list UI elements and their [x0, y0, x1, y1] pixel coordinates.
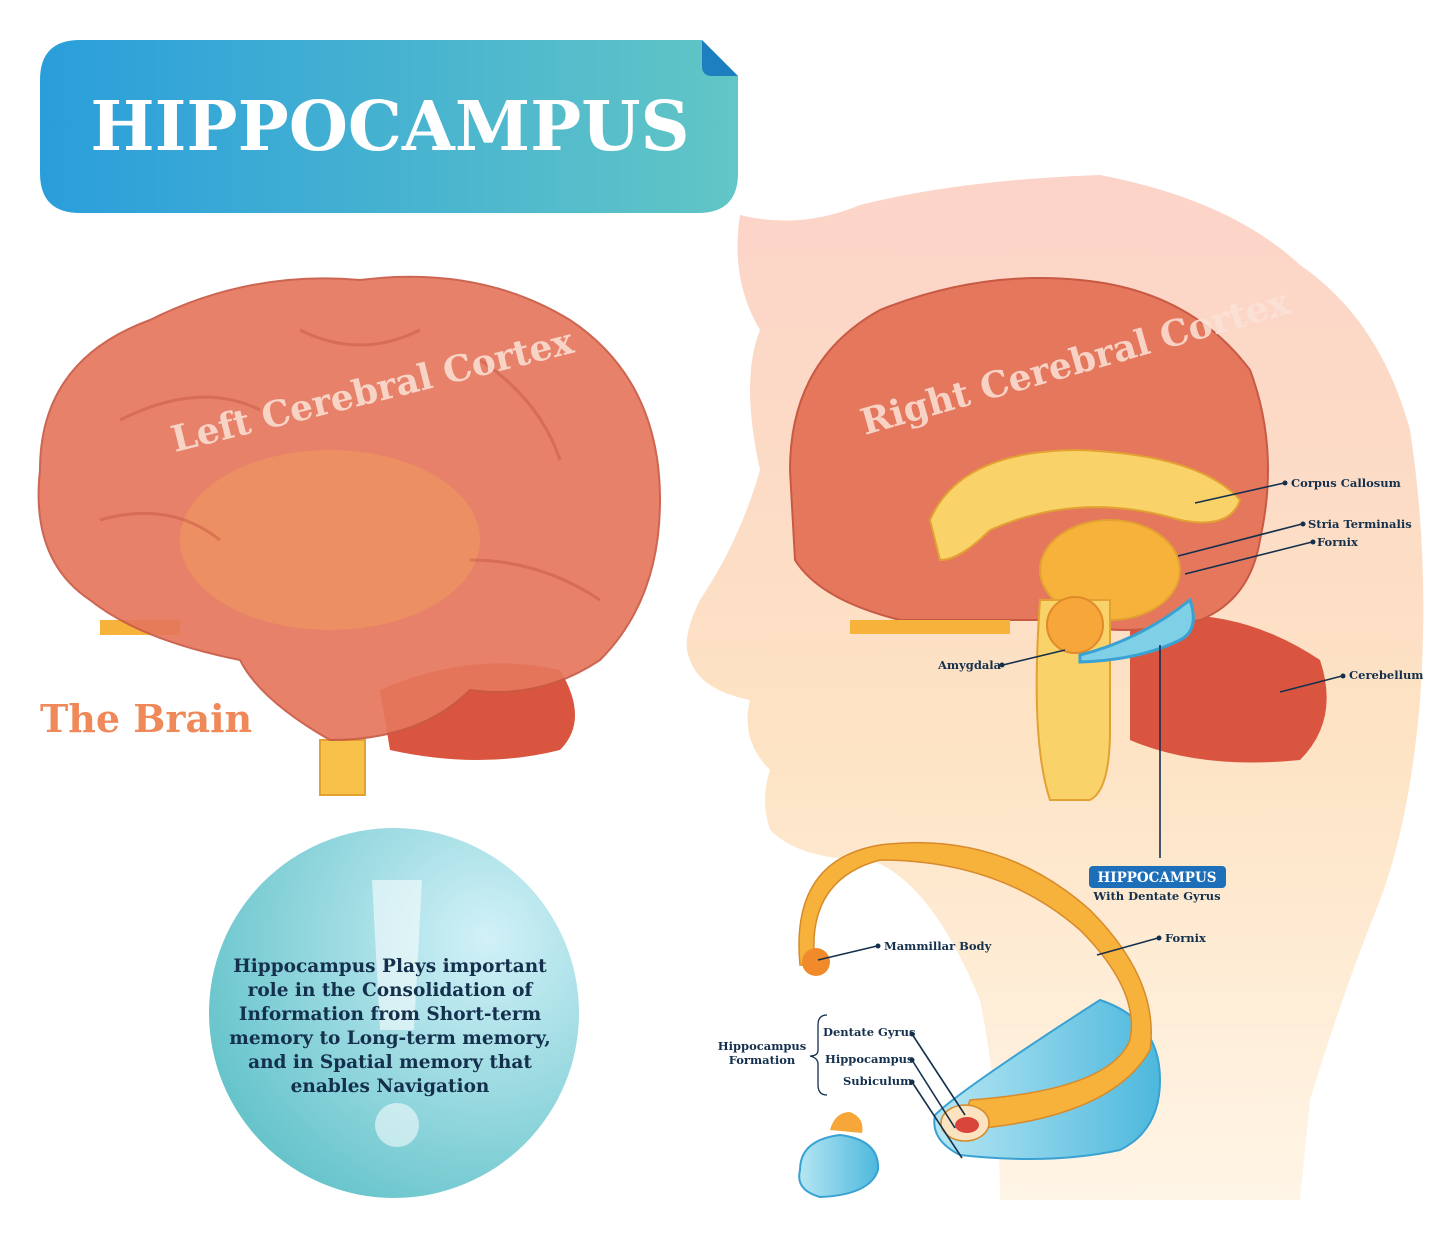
- info-line: and in Spatial memory that: [248, 1052, 532, 1073]
- left-brain: Left Cerebral Cortex The Brain: [37, 275, 662, 796]
- right-brain: Right Cerebral Cortex Corpus Callosum St…: [788, 277, 1423, 903]
- corpus-callosum: [928, 448, 1242, 562]
- label-stria-terminalis: Stria Terminalis: [1308, 517, 1412, 531]
- label-corpus-callosum: Corpus Callosum: [1291, 476, 1401, 490]
- label-fornix-detail: Fornix: [1165, 931, 1206, 945]
- hippocampus: [1078, 597, 1195, 664]
- exclamation-icon: [372, 880, 422, 1030]
- hippocampus-fragment: [798, 1133, 880, 1199]
- title-banner: HIPPOCAMPUS: [40, 40, 738, 213]
- amygdala: [1046, 596, 1104, 654]
- label-subiculum: Subiculum: [843, 1074, 912, 1088]
- label-amygdala: Amygdala: [937, 658, 1002, 672]
- formation-title: Formation: [729, 1053, 796, 1067]
- hippocampus-detail: Mammillar Body Fornix Hippocampus Format…: [718, 841, 1206, 1199]
- info-line: Hippocampus Plays important: [233, 956, 547, 977]
- brain-stem: [319, 739, 366, 796]
- brain-stem: [1035, 599, 1111, 801]
- label-mammillar-body: Mammillar Body: [884, 939, 992, 953]
- formation-title: Hippocampus: [718, 1039, 807, 1053]
- label-hippocampus: Hippocampus: [825, 1052, 914, 1066]
- info-line: role in the Consolidation of: [248, 980, 534, 1001]
- info-circle: Hippocampus Plays important role in the …: [209, 828, 579, 1198]
- mammillar-body: [802, 948, 830, 976]
- info-line: Information from Short-term: [239, 1004, 542, 1025]
- label-cerebellum: Cerebellum: [1349, 668, 1423, 682]
- svg-text:HIPPOCAMPUS: HIPPOCAMPUS: [1098, 870, 1217, 886]
- label-fornix: Fornix: [1317, 535, 1358, 549]
- cerebellum: [1130, 615, 1327, 763]
- page-title: HIPPOCAMPUS: [90, 87, 689, 167]
- info-line: enables Navigation: [291, 1076, 490, 1097]
- info-line: memory to Long-term memory,: [229, 1028, 550, 1049]
- hippocampus-badge: [1089, 866, 1226, 888]
- hippocampus-subtitle: With Dentate Gyrus: [1092, 889, 1220, 903]
- brain-caption: The Brain: [40, 696, 252, 741]
- label-dentate-gyrus: Dentate Gyrus: [823, 1025, 915, 1039]
